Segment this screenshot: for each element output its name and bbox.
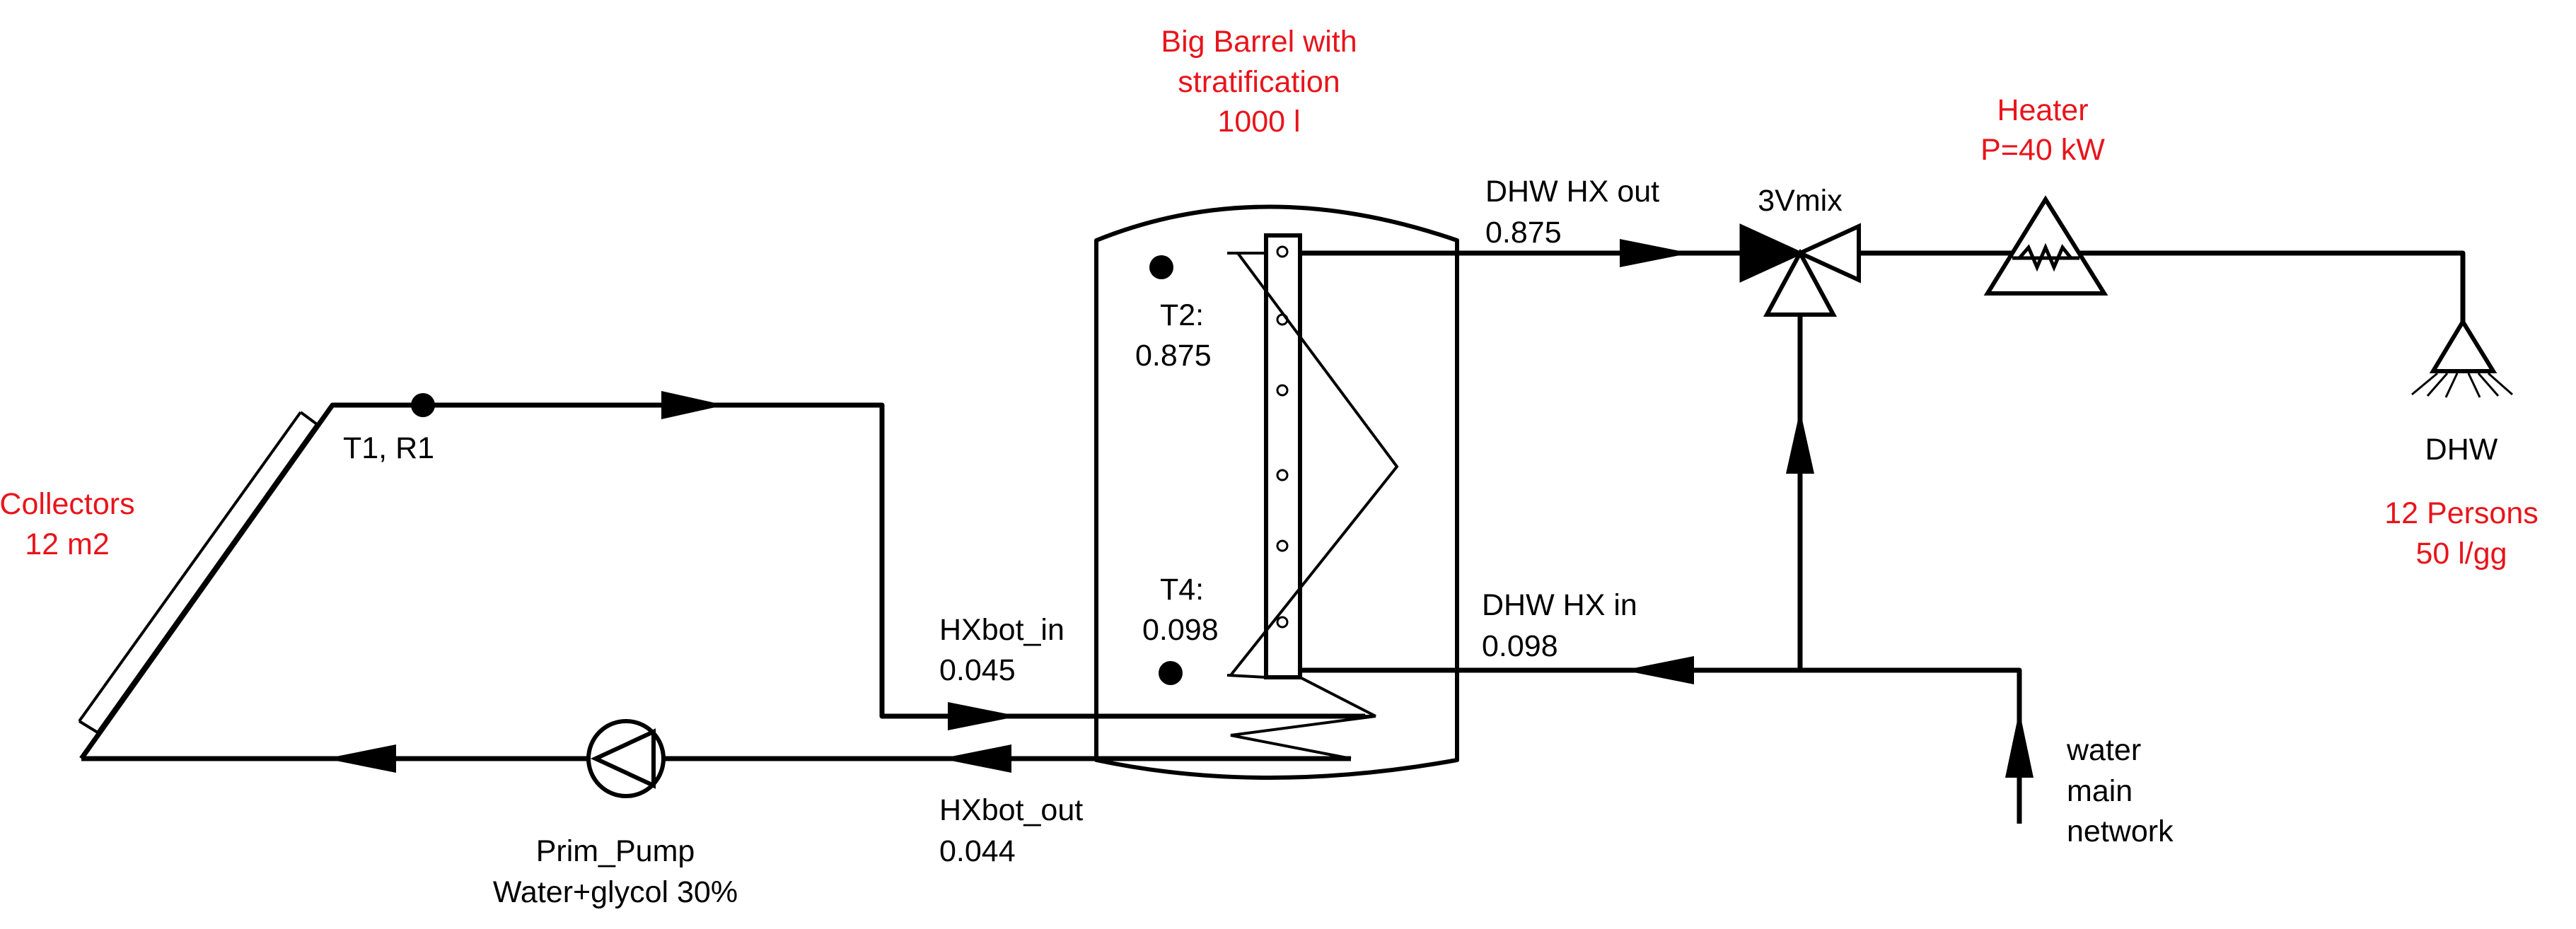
storage-tank xyxy=(1094,204,1459,780)
pump-fluid-label: Water+glycol 30% xyxy=(493,875,738,909)
t1-r1-label: T1, R1 xyxy=(343,431,434,465)
water-main-label-line1: water xyxy=(2066,733,2141,767)
flow-arrow-dhw-out xyxy=(1620,239,1690,267)
dhw-hx-in-value: 0.098 xyxy=(1482,629,1558,663)
tank-title-line2: stratification xyxy=(1178,65,1340,99)
dhw-hx-in-label: DHW HX in xyxy=(1482,588,1637,622)
collectors-label: Collectors xyxy=(0,487,135,521)
dhw-cold-pipe xyxy=(1300,667,2022,824)
pump-label: Prim_Pump xyxy=(536,834,695,868)
hxbot-out-value: 0.044 xyxy=(939,834,1016,868)
primary-pump-icon xyxy=(586,719,666,798)
hxbot-in-label: HXbot_in xyxy=(939,613,1064,647)
collector-supply-pipe xyxy=(79,402,1365,761)
t1-sensor-dot xyxy=(411,393,435,417)
heater-icon xyxy=(1983,195,2108,296)
flow-arrow-dhw-in xyxy=(1623,656,1694,684)
three-way-mix-valve-icon xyxy=(1739,223,1861,317)
persons-label: 12 Persons xyxy=(2384,496,2539,530)
dhw-hot-pipe xyxy=(1300,250,2466,322)
heater-title: Heater xyxy=(1997,93,2088,127)
t4-value: 0.098 xyxy=(1142,613,1219,647)
heater-power: P=40 kW xyxy=(1980,133,2105,167)
flow-arrow-collector-supply xyxy=(661,391,725,419)
dhw-label: DHW xyxy=(2425,433,2498,467)
water-main-label-line2: main xyxy=(2067,774,2133,808)
valve-label: 3Vmix xyxy=(1758,184,1843,218)
collectors-area: 12 m2 xyxy=(25,527,110,561)
t2-sensor-dot xyxy=(1149,255,1173,279)
tank-volume: 1000 l xyxy=(1217,105,1300,139)
shower-dhw-icon xyxy=(2411,317,2513,398)
t2-label: T2: xyxy=(1160,298,1204,332)
consumption-label: 50 l/gg xyxy=(2415,537,2507,571)
flow-arrow-hxbot-out xyxy=(941,744,1011,773)
flow-arrow-water-main xyxy=(2005,711,2033,778)
dhw-hx-out-value: 0.875 xyxy=(1485,216,1562,250)
t4-label: T4: xyxy=(1160,573,1204,607)
water-main-label-line3: network xyxy=(2067,814,2174,848)
dhw-hx-out-label: DHW HX out xyxy=(1485,175,1659,209)
tank-title-line1: Big Barrel with xyxy=(1161,25,1357,59)
solar-collector xyxy=(78,411,318,734)
t4-sensor-dot xyxy=(1159,661,1183,685)
flow-arrow-collector-return xyxy=(325,744,396,773)
hxbot-in-value: 0.045 xyxy=(939,653,1016,687)
flow-arrow-bypass xyxy=(1786,410,1814,474)
flow-arrow-hxbot-in xyxy=(948,702,1019,730)
hxbot-out-label: HXbot_out xyxy=(939,793,1083,827)
t2-value: 0.875 xyxy=(1135,339,1212,373)
